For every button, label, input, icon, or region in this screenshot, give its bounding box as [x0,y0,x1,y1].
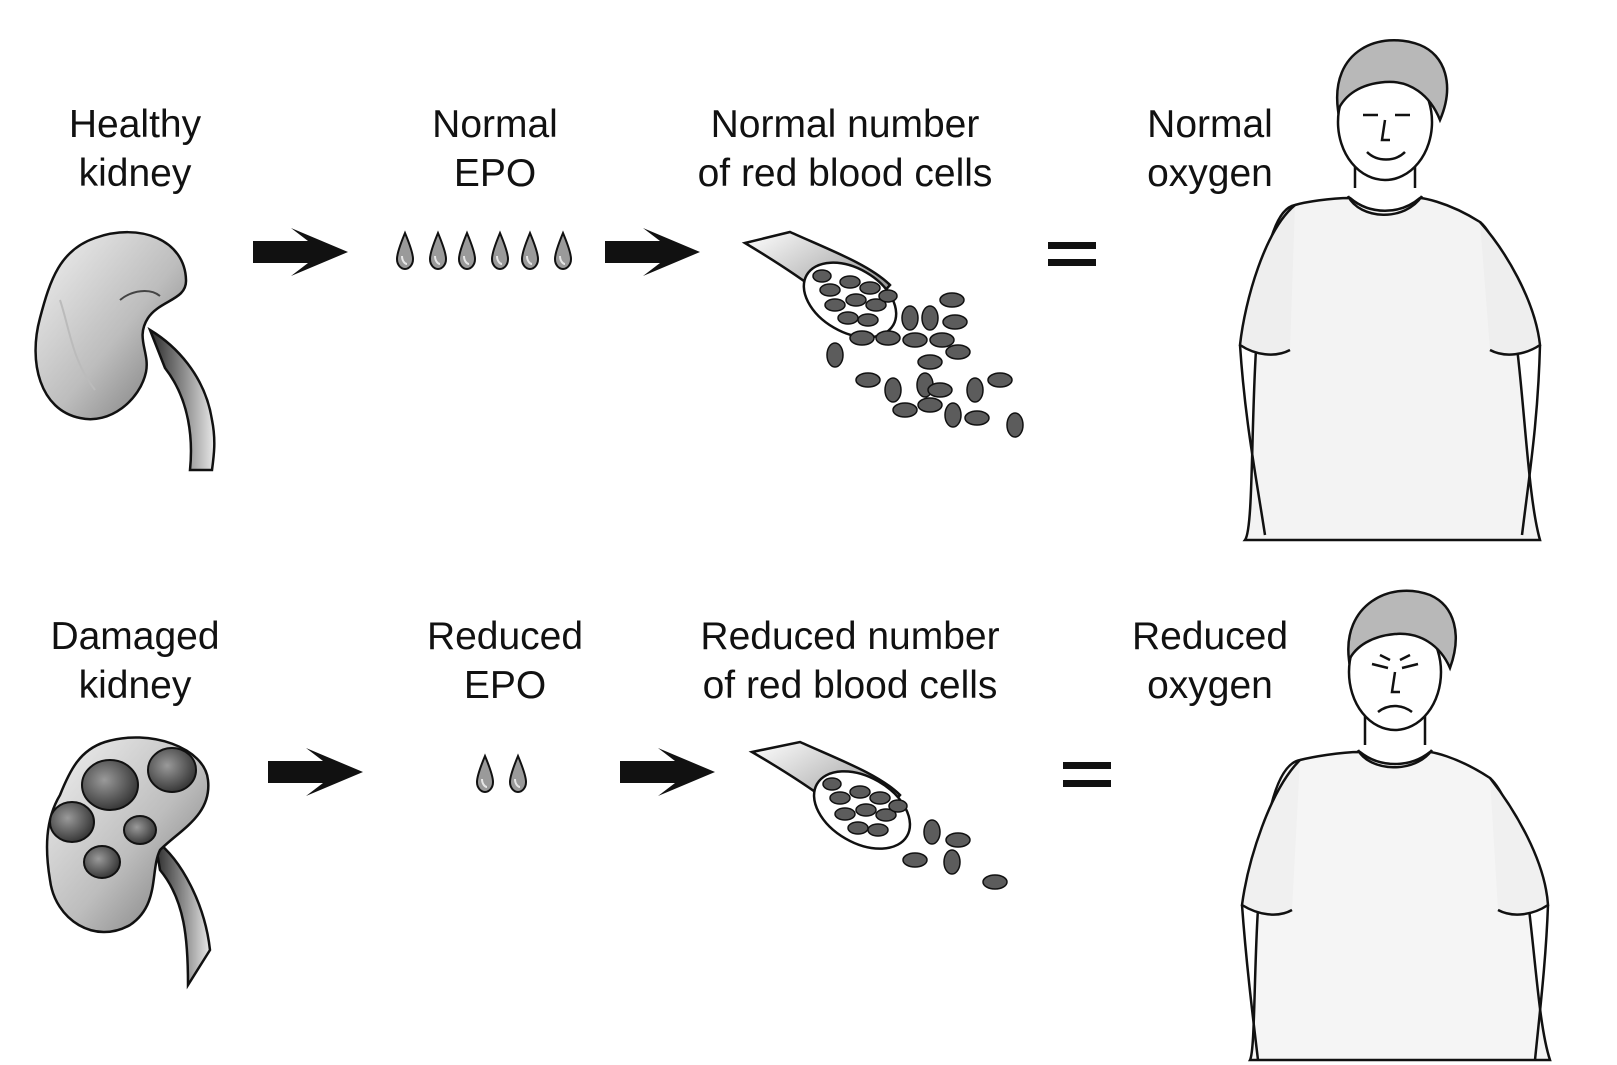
arrow-right-icon [605,228,700,276]
tired-person-icon [1240,589,1552,1062]
reduced-oxygen-label: Reduced oxygen [1105,612,1315,710]
drop-icon [521,232,539,270]
healthy-kidney-label: Healthy kidney [40,100,230,198]
equals-sign [1048,242,1096,266]
normal-epo-label: Normal EPO [395,100,595,198]
label-line: Normal [432,103,558,146]
label-line: Healthy [68,103,202,146]
label-line: of red blood cells [702,664,998,707]
damaged-kidney-label: Damaged kidney [30,612,240,710]
normal-oxygen-label: Normal oxygen [1120,100,1300,198]
label-line: Damaged [50,615,220,658]
reduced-epo-label: Reduced EPO [405,612,605,710]
drop-icon [491,232,509,270]
normal-red-cells-label: Normal number of red blood cells [665,100,1025,198]
epo-drops-reduced [476,755,527,793]
label-line: oxygen [1147,152,1273,195]
drop-icon [429,232,447,270]
blood-vessel-few-cells-icon [748,740,1008,890]
label-line: Reduced [1131,615,1289,658]
label-line: Reduced [426,615,584,658]
label-line: Reduced number [700,615,1000,658]
drop-icon [509,755,527,793]
healthy-kidney-icon [34,230,216,472]
label-line: EPO [453,152,537,195]
label-line: kidney [78,152,192,195]
label-line: kidney [78,664,192,707]
damaged-kidney-icon [45,736,212,990]
epo-drops-normal [396,232,572,270]
label-line: Normal [1147,103,1273,146]
drop-icon [458,232,476,270]
blood-vessel-many-cells-icon [741,230,1024,438]
label-line: Normal number [710,103,980,146]
label-line: EPO [463,664,547,707]
arrow-right-icon [268,748,363,796]
drop-icon [396,232,414,270]
drop-icon [554,232,572,270]
arrow-right-icon [620,748,715,796]
label-line: of red blood cells [697,152,993,195]
equals-sign [1063,762,1111,787]
label-line: oxygen [1147,664,1273,707]
reduced-red-cells-label: Reduced number of red blood cells [665,612,1035,710]
drop-icon [476,755,494,793]
arrow-right-icon [253,228,348,276]
smiling-person-icon [1238,39,1542,542]
